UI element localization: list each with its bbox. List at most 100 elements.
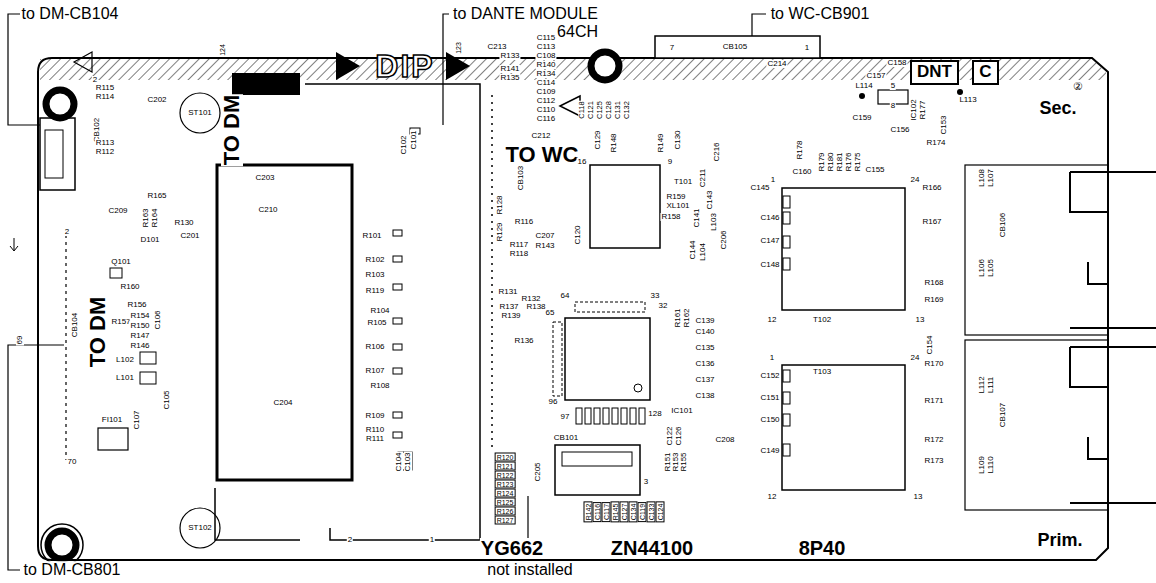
part-ref: C101	[410, 129, 418, 150]
part-ref: 12	[767, 316, 778, 324]
part-ref: L113	[958, 96, 977, 104]
part-ref: R161	[674, 307, 682, 328]
part-ref: C213	[486, 43, 507, 51]
part-ref: R117	[509, 241, 530, 249]
part-ref: Q101	[110, 258, 132, 266]
part-ref: T102	[812, 316, 832, 324]
part-ref: C209	[107, 207, 128, 215]
dip-arrow	[446, 52, 470, 80]
part-ref: R153	[672, 451, 680, 472]
part-ref: R127	[495, 516, 516, 525]
part-ref: L108	[978, 168, 986, 188]
silkscreen-marking: TO DM	[221, 94, 243, 166]
part-ref: L114	[854, 82, 873, 90]
part-ref: R175	[854, 151, 862, 172]
part-ref: CB107	[999, 402, 1007, 428]
part-ref: C126	[675, 425, 683, 446]
part-ref: 1	[770, 176, 776, 184]
part-ref: 124	[219, 43, 226, 57]
part-ref: L102	[115, 356, 135, 364]
part-ref: R130	[173, 219, 194, 227]
part-ref: C124	[656, 502, 665, 523]
pad	[612, 408, 618, 424]
part-ref: C105	[163, 389, 171, 410]
leader-line	[443, 14, 449, 125]
part-ref: 13	[913, 493, 924, 501]
part-ref: C151	[759, 394, 780, 402]
connector-inner	[562, 452, 632, 466]
part-ref: C116	[593, 502, 602, 522]
part-ref: C132	[623, 100, 631, 120]
part-ref: C138	[694, 392, 715, 400]
connector-cb101	[555, 445, 640, 495]
part-ref: 7	[669, 44, 675, 52]
part-ref: R122	[495, 471, 516, 480]
part-ref: R102	[364, 256, 385, 264]
part-ref: R119	[365, 287, 386, 295]
part-ref: R133	[499, 52, 520, 60]
part-ref: C203	[254, 174, 275, 182]
pad	[783, 258, 790, 270]
part-ref: R163	[142, 207, 150, 228]
part-ref: 70	[67, 458, 78, 466]
part-ref: L101	[115, 374, 135, 382]
part-ref: 128	[647, 410, 662, 418]
part-ref: 32	[658, 302, 669, 310]
ic-ic101	[565, 318, 650, 400]
marking-text: DNT	[917, 63, 952, 82]
part-ref: C135	[694, 344, 715, 352]
mounting-ring	[41, 524, 83, 566]
part-ref: C205	[534, 461, 542, 482]
part-ref: 2	[64, 228, 70, 236]
part-ref: IC101	[670, 407, 693, 415]
part-ref: L107	[987, 168, 995, 188]
part-ref: R106	[364, 343, 385, 351]
part-ref: C103	[404, 451, 412, 472]
part-ref: R118	[509, 250, 530, 258]
part-ref: 2	[347, 536, 353, 544]
part-ref: D101	[139, 236, 160, 244]
part-ref: R162	[683, 307, 691, 328]
part-ref: R147	[129, 332, 150, 340]
pad	[393, 412, 402, 418]
part-ref: L103	[710, 212, 718, 232]
part-ref: R140	[535, 61, 556, 69]
part-ref: L106	[978, 258, 986, 278]
module-chip	[217, 165, 352, 480]
module-outline	[215, 488, 300, 540]
part-ref: R171	[923, 397, 944, 405]
part-ref: R113	[95, 139, 116, 147]
mounting-hole	[48, 531, 76, 559]
callout-label: to WC-CB901	[770, 5, 871, 23]
part-ref: C144	[689, 239, 697, 260]
silkscreen-marking: Prim.	[1036, 531, 1083, 549]
part-ref: L110	[987, 455, 995, 474]
ic-pads	[553, 302, 645, 424]
pad	[783, 196, 790, 208]
part-ref: R112	[95, 148, 116, 156]
part-ref: C112	[536, 97, 557, 105]
part-ref: R142	[584, 502, 593, 523]
part-ref: R158	[660, 213, 681, 221]
part-ref: R146	[129, 342, 150, 350]
part-ref: R181	[836, 151, 844, 172]
pad	[783, 236, 790, 248]
pin-arrow	[10, 238, 18, 251]
pad	[393, 368, 402, 374]
pad	[783, 212, 790, 224]
part-ref: IC102	[910, 98, 918, 121]
part-ref: R120	[495, 453, 516, 462]
part-ref: R141	[499, 65, 520, 73]
dip-arrow	[336, 52, 360, 80]
marking-box: C	[972, 60, 999, 85]
part-ref: R151	[664, 451, 672, 472]
part-ref: R116	[514, 218, 535, 226]
part-ref: XL101	[665, 202, 690, 210]
part-ref: C201	[179, 232, 200, 240]
part-ref: R149	[657, 132, 665, 153]
triangle-mark	[560, 96, 580, 116]
part-ref: 9	[667, 158, 673, 166]
part-ref: R164	[151, 207, 159, 228]
rj45-jack	[1070, 347, 1156, 503]
filter-part	[98, 428, 128, 450]
